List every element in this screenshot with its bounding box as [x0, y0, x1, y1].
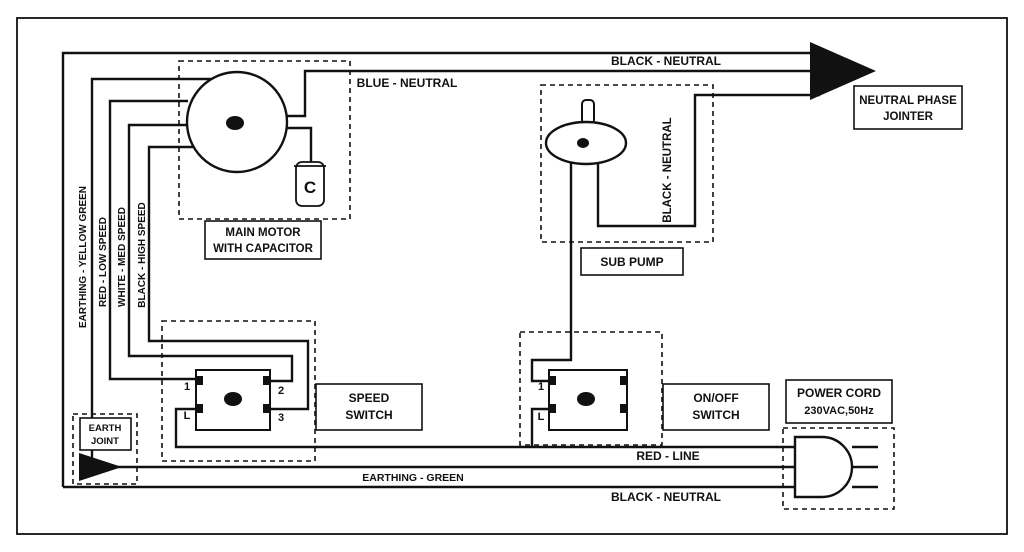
speed-switch-pin-1 — [196, 376, 203, 385]
neutral-phase-jointer-label-2: JOINTER — [883, 111, 934, 123]
earth-joint-enclosure — [72, 413, 138, 485]
main-motor-label-box — [204, 220, 322, 260]
wire-label-black-neutral-pump: BLACK - NEUTRAL — [662, 117, 674, 222]
power-cord-label-2: 230VAC,50Hz — [804, 405, 874, 417]
wire-label-black-neutral-bottom: BLACK - NEUTRAL — [611, 490, 721, 504]
power-cord-label-1: POWER CORD — [797, 386, 881, 400]
power-cord-enclosure — [782, 427, 895, 510]
wire-capacitor-lead — [285, 126, 313, 162]
neutral-phase-jointer-label-1: NEUTRAL PHASE — [859, 95, 957, 107]
speed-switch-pin-l — [196, 404, 203, 413]
wire-label-red-line: RED - LINE — [636, 449, 699, 463]
speed-switch-label-2: SWITCH — [345, 408, 392, 422]
wire-black-neutral-top — [61, 51, 820, 487]
wire-label-earthing-green: EARTHING - GREEN — [362, 472, 464, 484]
neutral-phase-jointer-arrow — [810, 42, 876, 100]
wire-label-white-med-speed: WHITE - MED SPEED — [117, 207, 128, 307]
speed-switch-terminal-3: 3 — [278, 412, 284, 424]
capacitor-symbol: C — [304, 178, 316, 197]
onoff-switch-label-box — [662, 383, 770, 431]
wire-red-line — [174, 407, 795, 449]
earth-joint-label-2: JOINT — [91, 436, 119, 447]
main-motor-shaft — [226, 116, 244, 130]
power-cord-label-box — [785, 379, 893, 424]
onoff-switch-pin-l — [549, 404, 556, 413]
speed-switch-enclosure — [161, 320, 316, 462]
onoff-switch-label-1: ON/OFF — [693, 391, 738, 405]
onoff-switch-terminal-l: L — [538, 411, 545, 423]
sub-pump-label-box — [580, 247, 684, 276]
speed-switch-terminal-1: 1 — [184, 381, 190, 393]
wire-label-blue-neutral: BLUE - NEUTRAL — [357, 76, 458, 90]
wire-label-earthing-yellow-green: EARTHING - YELLOW GREEN — [78, 186, 89, 328]
wire-label-black-neutral-top: BLACK - NEUTRAL — [611, 54, 721, 68]
wire-earthing-yellow-green — [90, 77, 215, 465]
wire-black-high-speed — [147, 145, 310, 411]
neutral-phase-jointer-box — [853, 85, 963, 130]
wire-black-neutral-pump — [596, 93, 820, 228]
earth-joint-label-1: EARTH — [89, 423, 122, 434]
sub-pump-label: SUB PUMP — [600, 255, 663, 269]
sub-pump-center — [577, 138, 589, 148]
speed-switch-label-box — [315, 383, 423, 431]
speed-switch-knob — [224, 392, 242, 406]
earth-joint-label-box — [79, 417, 132, 451]
speed-switch-pin-2 — [263, 376, 270, 385]
wire-white-med-speed — [127, 123, 294, 383]
wire-label-black-high-speed: BLACK - HIGH SPEED — [137, 202, 148, 308]
wire-label-red-low-speed: RED - LOW SPEED — [98, 217, 109, 307]
speed-switch-label-1: SPEED — [349, 391, 390, 405]
speed-switch-terminal-2: 2 — [278, 385, 284, 397]
power-cord-plug — [793, 435, 854, 499]
main-motor-enclosure — [178, 60, 351, 220]
capacitor-body — [295, 161, 325, 207]
earth-joint-arrow — [79, 453, 122, 481]
speed-switch-terminal-l: L — [184, 410, 191, 422]
onoff-switch-pin-1 — [549, 376, 556, 385]
onoff-switch-pin-3 — [620, 404, 627, 413]
onoff-switch-terminal-1: 1 — [538, 381, 544, 393]
main-motor-label-2: WITH CAPACITOR — [213, 243, 314, 255]
onoff-switch-enclosure — [519, 331, 663, 446]
wire-red-low-speed — [108, 99, 196, 381]
diagram-frame — [16, 17, 1008, 535]
speed-switch-pin-3 — [263, 404, 270, 413]
onoff-switch-label-2: SWITCH — [692, 408, 739, 422]
onoff-switch-knob — [577, 392, 595, 406]
wire-blue-neutral — [285, 69, 820, 118]
main-motor-label-1: MAIN MOTOR — [225, 227, 301, 239]
sub-pump-enclosure — [540, 84, 714, 243]
wire-pump-to-switch — [530, 160, 573, 383]
sub-pump-shaft — [581, 99, 595, 125]
onoff-switch-pin-2 — [620, 376, 627, 385]
